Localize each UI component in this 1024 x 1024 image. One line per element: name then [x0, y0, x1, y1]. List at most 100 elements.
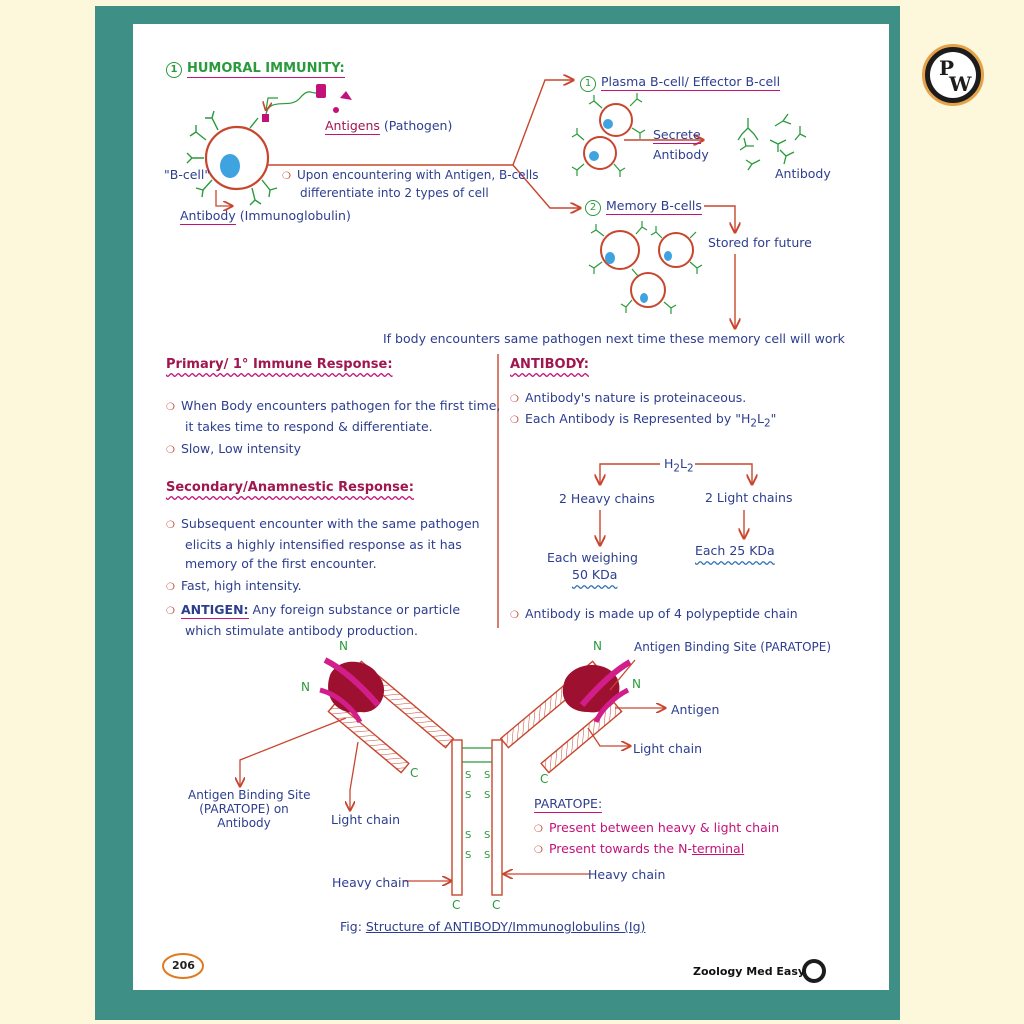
humoral-title: 1 HUMORAL IMMUNITY:: [166, 61, 345, 78]
antigen-fig-label: Antigen: [671, 702, 720, 717]
paratope-b2-underlined: terminal: [691, 841, 745, 856]
stored-label: Stored for future: [708, 235, 812, 250]
paratope-top-label: Antigen Binding Site (PARATOPE): [634, 640, 832, 654]
differentiate-line-2: differentiate into 2 types of cell: [300, 186, 489, 200]
c-terminal-right-light: C: [540, 772, 549, 786]
paratope-title-text: PARATOPE:: [534, 796, 603, 813]
primary-title: Primary/ 1° Immune Response:: [166, 357, 393, 372]
c-terminal-left-heavy: C: [452, 898, 461, 912]
humoral-number: 1: [166, 62, 182, 78]
humoral-title-text: HUMORAL IMMUNITY:: [187, 61, 345, 78]
paratope-title: PARATOPE:: [534, 796, 603, 813]
antibody-title: ANTIBODY:: [510, 357, 589, 372]
antibody-word: Antibody: [180, 208, 236, 225]
antibody-b2-sub2: 2: [763, 417, 771, 430]
h-letter: H: [664, 456, 674, 471]
s-bond: S: [465, 850, 472, 861]
secondary-b1-line1: Subsequent encounter with the same patho…: [180, 516, 480, 531]
weight-50-label: 50 KDa: [572, 567, 618, 582]
logo-p: P: [939, 56, 955, 80]
paratope-bullets: ❍Present between heavy & light chain ❍Pr…: [534, 820, 780, 856]
weighing-label: Each weighing: [547, 550, 638, 565]
secondary-b1-line2: elicits a highly intensified response as…: [185, 537, 462, 552]
differentiate-note: ❍Upon encountering with Antigen, B-cells…: [282, 168, 539, 200]
heavy-chains-label: 2 Heavy chains: [559, 491, 655, 506]
primary-b1-line1: When Body encounters pathogen for the fi…: [180, 398, 501, 413]
figure-caption: Fig: Structure of ANTIBODY/Immunoglobuli…: [340, 919, 645, 934]
memory-cells: [588, 221, 703, 314]
logo-w: W: [949, 72, 972, 96]
secondary-title: Secondary/Anamnestic Response:: [166, 480, 414, 495]
secrete-antibody-label: Antibody: [653, 147, 709, 162]
plasma-number: 1: [580, 76, 596, 92]
antigens-label: Antigens (Pathogen): [325, 118, 453, 135]
plasma-cells: [571, 93, 646, 177]
light-chain-right-label: Light chain: [633, 741, 703, 756]
n-terminal-left: N: [301, 680, 310, 694]
memory-cell-heading: 2 Memory B-cells: [585, 198, 702, 216]
h2l2-tree: [600, 463, 752, 545]
heavy-chain-left-label: Heavy chain: [332, 875, 410, 890]
secondary-b2: Fast, high intensity.: [180, 578, 302, 593]
antigen-def-line1: Any foreign substance or particle: [252, 602, 461, 617]
secondary-b1-line3: memory of the first encounter.: [185, 556, 377, 571]
differentiate-line-1: Upon encountering with Antigen, B-cells: [296, 168, 539, 182]
primary-b2: Slow, Low intensity: [180, 441, 301, 456]
antibody-structure: [319, 657, 632, 896]
s-bond: S: [484, 790, 491, 801]
paratope-left-line1: Antigen Binding Site: [188, 788, 311, 802]
c-terminal-right-heavy: C: [492, 898, 501, 912]
n-terminal-top-left: N: [339, 639, 348, 653]
antibody-b2-pre: Each Antibody is Represented by "H: [524, 411, 751, 426]
secrete-label: Secrete: [653, 127, 701, 144]
primary-b1-line2: it takes time to respond & differentiate…: [185, 419, 433, 434]
caption-prefix: Fig:: [340, 919, 366, 934]
antibody-bullets: ❍Antibody's nature is proteinaceous. ❍Ea…: [510, 390, 777, 430]
antibody-b2-mid: L: [757, 411, 764, 426]
s-bond: S: [484, 770, 491, 781]
antigen-key: ANTIGEN:: [180, 602, 249, 619]
free-antibody-label: Antibody: [775, 166, 831, 181]
plasma-cell-heading: 1 Plasma B-cell/ Effector B-cell: [580, 74, 781, 92]
b-cell-drawing: [186, 84, 352, 206]
antibody-b2-post: ": [770, 411, 777, 426]
paratope-b1: Present between heavy & light chain: [548, 820, 780, 835]
antigens-paren: (Pathogen): [383, 118, 453, 133]
page-number: 206: [172, 959, 195, 972]
antibody-b2-sub1: 2: [750, 417, 757, 430]
antigens-word: Antigens: [325, 118, 380, 135]
s-bond: S: [465, 770, 472, 781]
caption-text: Structure of ANTIBODY/Immunoglobulins (I…: [365, 919, 646, 934]
antibody-paren: (Immunoglobulin): [239, 208, 351, 223]
plasma-title: Plasma B-cell/ Effector B-cell: [601, 74, 781, 91]
free-antibodies: [737, 113, 807, 171]
b-cell-label: "B-cell": [164, 167, 211, 182]
weight-25-label: Each 25 KDa: [695, 543, 775, 558]
footer-title: Zoology Med Easy: [693, 965, 806, 978]
light-chain-left-label: Light chain: [331, 812, 401, 827]
l-sub: 2: [687, 462, 694, 475]
antibody-b3-line: ❍Antibody is made up of 4 polypeptide ch…: [510, 606, 798, 621]
antibody-immunoglobulin-label: Antibody (Immunoglobulin): [180, 208, 351, 225]
s-bond: S: [484, 850, 491, 861]
n-terminal-right: N: [632, 677, 641, 691]
antibody-b3: Antibody is made up of 4 polypeptide cha…: [524, 606, 798, 621]
secondary-bullets: ❍Subsequent encounter with the same path…: [166, 516, 480, 638]
l-letter: L: [680, 456, 687, 471]
light-chains-label: 2 Light chains: [705, 490, 793, 505]
page-sheet: [133, 24, 889, 990]
s-bond: S: [465, 830, 472, 841]
n-terminal-top-right: N: [593, 639, 602, 653]
secrete-word: Secrete: [653, 127, 701, 144]
pw-logo: P W: [922, 44, 984, 106]
memory-note: If body encounters same pathogen next ti…: [383, 331, 845, 346]
memory-title: Memory B-cells: [606, 198, 702, 215]
h2l2-label: H2L2: [664, 456, 694, 475]
antigen-def-line2: which stimulate antibody production.: [185, 623, 419, 638]
memory-number: 2: [585, 200, 601, 216]
primary-bullets: ❍When Body encounters pathogen for the f…: [166, 398, 501, 456]
c-terminal-left-light: C: [410, 766, 419, 780]
s-bond: S: [465, 790, 472, 801]
paratope-left-line3: Antibody: [217, 816, 271, 830]
paratope-left-label: Antigen Binding Site (PARATOPE) on Antib…: [188, 788, 311, 830]
